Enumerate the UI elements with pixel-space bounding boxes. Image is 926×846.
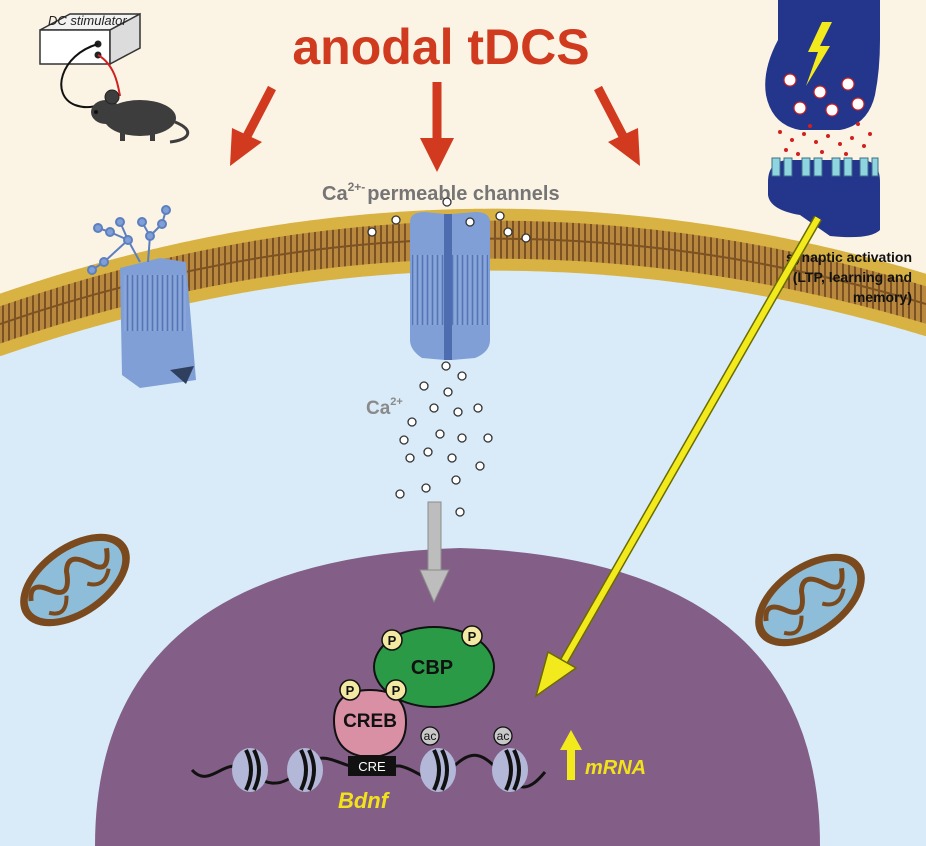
membrane-protein [87, 205, 196, 388]
svg-text:P: P [388, 633, 397, 648]
lightning-icon [806, 22, 832, 86]
stimulator-label: DC stimulator [48, 13, 127, 28]
svg-text:ac: ac [424, 729, 437, 743]
calcium-channel [410, 212, 490, 360]
synapse [765, 0, 880, 238]
cre-element [348, 756, 396, 776]
creb-label: CREB [343, 711, 397, 732]
mrna-label: mRNA [585, 757, 646, 779]
cre-label: CRE [358, 759, 386, 774]
gene-label: Bdnf [338, 788, 391, 813]
phosphate-groups [339, 625, 483, 701]
channels-label: Ca2+-permeable channels [322, 180, 560, 205]
mrna-up-arrow [560, 730, 582, 780]
synaptic-activation-label: synaptic activation (LTP, learning and m… [786, 249, 912, 305]
dc-stimulator [39, 12, 141, 109]
mitochondrion-right [755, 553, 865, 647]
phosphate-labels: P P P P [346, 629, 477, 698]
acetyl-groups [420, 726, 513, 746]
acetyl-labels: ac ac [424, 729, 510, 743]
nucleosomes [232, 748, 528, 792]
svg-text:ac: ac [497, 729, 510, 743]
mitochondrion-left [20, 533, 130, 627]
svg-text:(LTP, learning and: (LTP, learning and [793, 269, 912, 285]
ion-label: Ca2+ [366, 396, 403, 419]
svg-text:P: P [392, 683, 401, 698]
mouse-icon [91, 89, 189, 144]
svg-text:synaptic activation: synaptic activation [786, 249, 912, 265]
calcium-signal-arrow [419, 501, 450, 604]
svg-text:P: P [468, 629, 477, 644]
cbp-label: CBP [411, 657, 453, 679]
diagram-title: anodal tDCS [292, 19, 589, 75]
svg-text:memory): memory) [853, 289, 912, 305]
svg-text:P: P [346, 683, 355, 698]
stimulation-arrows [230, 82, 640, 172]
calcium-ions [367, 197, 531, 517]
synaptic-signal-arrow [534, 215, 822, 698]
